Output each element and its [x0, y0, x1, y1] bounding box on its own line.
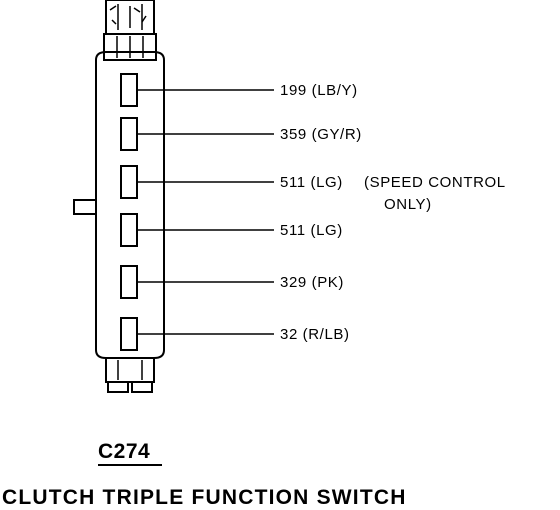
pin-note-3: (SPEED CONTROL	[364, 174, 506, 191]
pin-note-3-line2: ONLY)	[384, 196, 432, 213]
pin-label-4: 511 (LG)	[280, 222, 343, 239]
pin-cavity-5	[120, 265, 138, 299]
pin-labels: 199 (LB/Y) 359 (GY/R) 511 (LG) (SPEED CO…	[280, 82, 506, 343]
pin-label-2: 359 (GY/R)	[280, 126, 362, 143]
pin-cavity-4	[120, 213, 138, 247]
pin-cavity-6	[120, 317, 138, 351]
leader-lines	[137, 89, 274, 335]
top-terminals	[103, 0, 157, 61]
pin-cavity-2	[120, 117, 138, 151]
pin-label-3: 511 (LG)	[280, 174, 343, 191]
connector-id: C274	[98, 440, 150, 463]
diagram-caption: CLUTCH TRIPLE FUNCTION SWITCH	[2, 486, 407, 509]
pin-label-5: 329 (PK)	[280, 274, 344, 291]
connector-body	[73, 51, 165, 359]
pin-cavity-1	[120, 73, 138, 107]
pin-cavities	[120, 73, 138, 351]
pin-label-6: 32 (R/LB)	[280, 326, 350, 343]
bottom-terminals	[105, 357, 155, 393]
pin-cavity-3	[120, 165, 138, 199]
pin-label-1: 199 (LB/Y)	[280, 82, 358, 99]
